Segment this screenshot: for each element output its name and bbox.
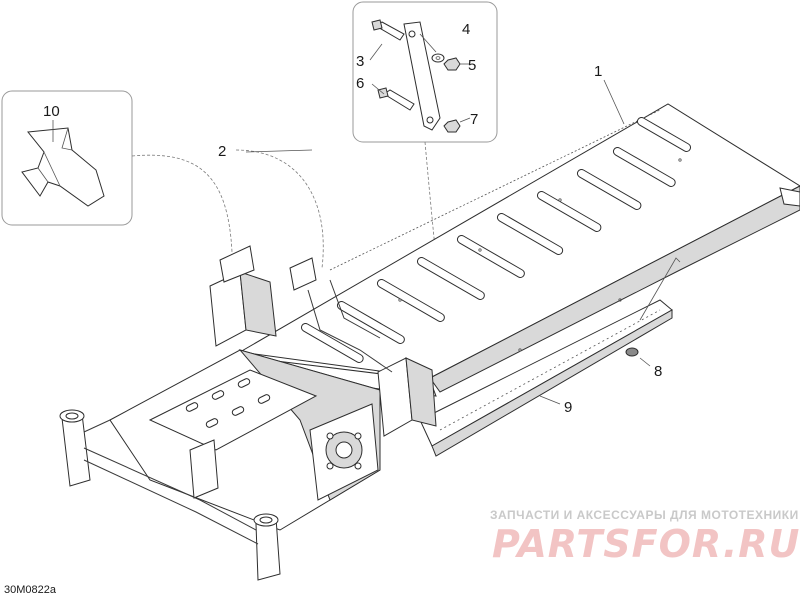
running-board-part-9 bbox=[419, 257, 681, 457]
tunnel-part-1 bbox=[235, 103, 800, 397]
callout-1: 1 bbox=[594, 63, 602, 80]
callout-3: 3 bbox=[356, 53, 364, 70]
leader-10 bbox=[131, 154, 233, 253]
inset-part-10 bbox=[1, 90, 133, 226]
callout-8: 8 bbox=[654, 363, 662, 380]
plug-part-8 bbox=[625, 347, 651, 367]
front-frame bbox=[59, 245, 437, 581]
inset-fasteners bbox=[352, 1, 498, 143]
callout-labels: 1 2 3 4 5 6 7 8 9 10 bbox=[43, 21, 662, 416]
callout-10: 10 bbox=[43, 103, 60, 120]
callout-6: 6 bbox=[356, 75, 364, 92]
callout-2: 2 bbox=[218, 143, 226, 160]
watermark-caption: ЗАПЧАСТИ И АКСЕССУАРЫ ДЛЯ МОТОТЕХНИКИ bbox=[490, 508, 799, 522]
callout-4: 4 bbox=[462, 21, 470, 38]
callout-9: 9 bbox=[564, 399, 572, 416]
drawing-code: 30M0822a bbox=[4, 584, 56, 596]
callout-7: 7 bbox=[470, 111, 478, 128]
callout-5: 5 bbox=[468, 57, 476, 74]
watermark-logo: PARTSFOR.RU bbox=[492, 522, 800, 566]
leader-2 bbox=[235, 149, 324, 269]
